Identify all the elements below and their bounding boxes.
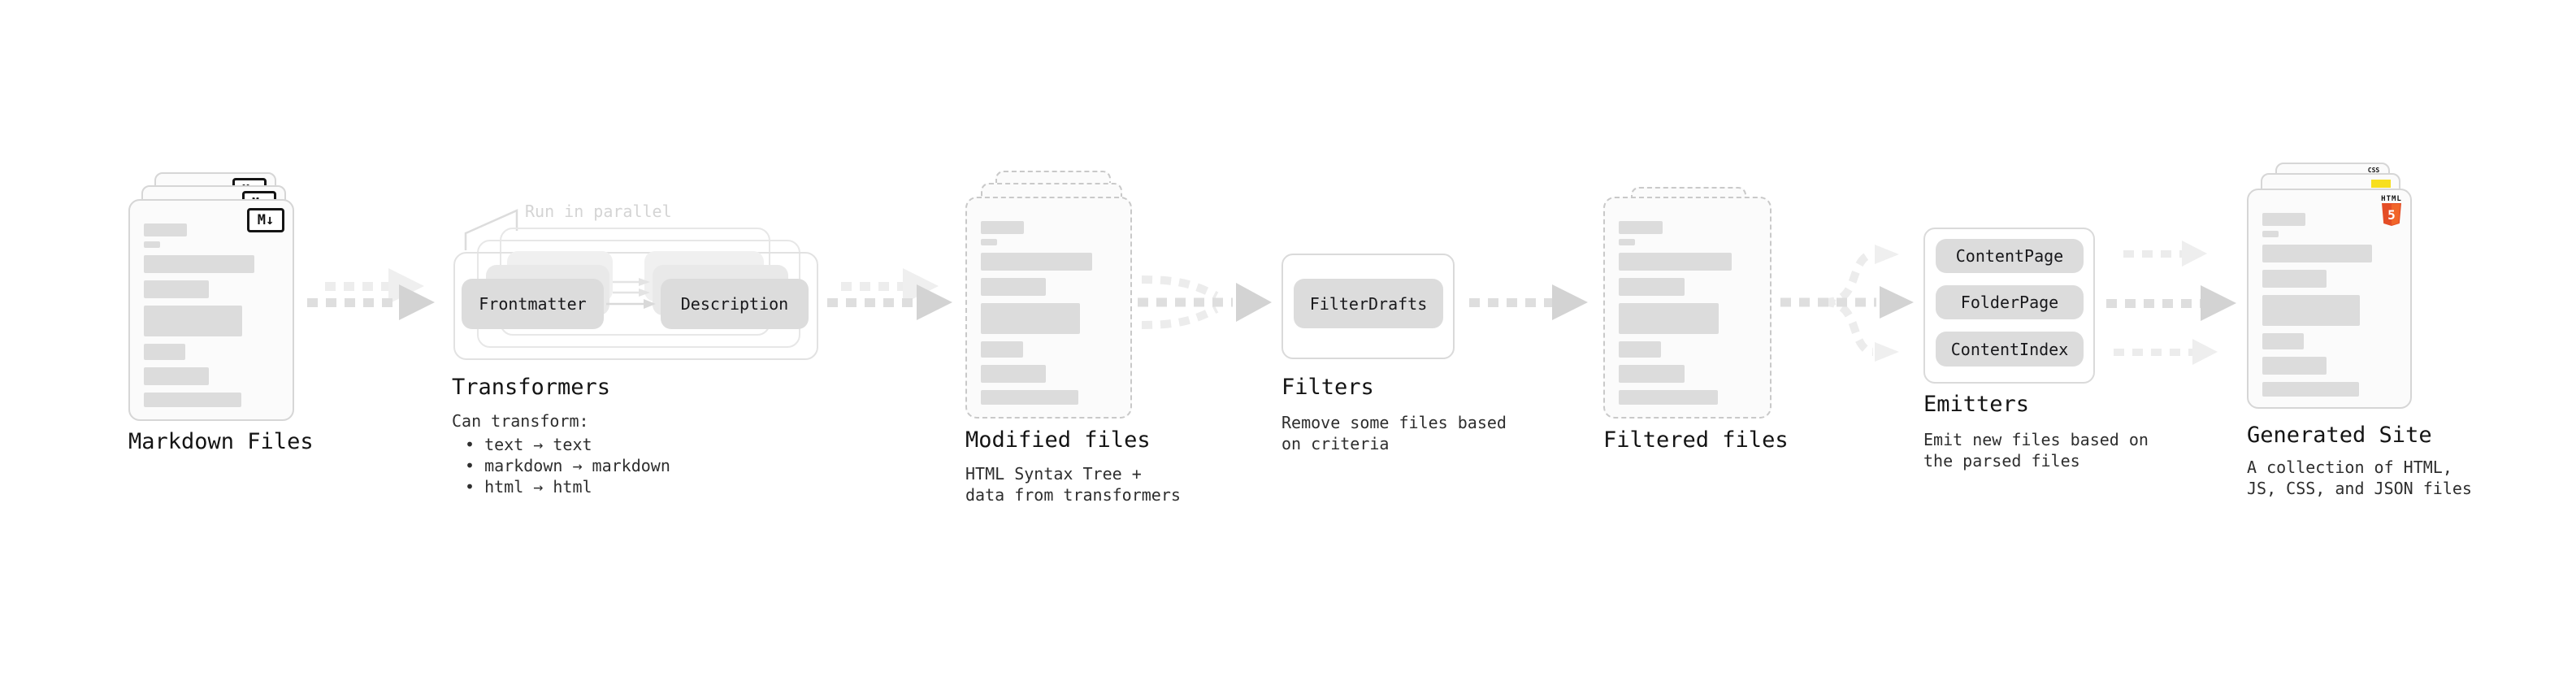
markdown-files-label: Markdown Files bbox=[128, 429, 314, 454]
placeholder-bar bbox=[2262, 333, 2305, 349]
run-in-parallel-note: Run in parallel bbox=[525, 202, 672, 221]
modified-file-card bbox=[965, 197, 1132, 419]
emitters-label: Emitters bbox=[1923, 392, 2030, 417]
placeholder-bar bbox=[981, 278, 1047, 296]
folderpage-chip: FolderPage bbox=[1936, 285, 2084, 319]
placeholder-bar bbox=[981, 239, 998, 245]
frontmatter-chip: Frontmatter bbox=[462, 279, 604, 329]
flow-arrow bbox=[1469, 284, 1588, 320]
placeholder-bar bbox=[1619, 341, 1662, 358]
file-content-placeholder bbox=[1605, 198, 1770, 405]
modified-files-subtext: HTML Syntax Tree + bbox=[965, 464, 1142, 484]
transformers-description: Can transform: bbox=[452, 411, 589, 431]
placeholder-bar bbox=[2262, 245, 2373, 262]
flow-arrow-light bbox=[2114, 339, 2218, 365]
file-content-placeholder bbox=[967, 198, 1130, 405]
filters-subtext: Remove some files based bbox=[1281, 413, 1507, 432]
placeholder-bar bbox=[981, 221, 1025, 234]
transformer-run-box bbox=[453, 252, 818, 360]
filterdrafts-chip: FilterDrafts bbox=[1294, 279, 1443, 328]
contentindex-chip: ContentIndex bbox=[1936, 332, 2084, 367]
modified-files-label: Modified files bbox=[965, 427, 1151, 453]
emitters-subtext: the parsed files bbox=[1923, 451, 2080, 471]
flow-arrow bbox=[307, 284, 435, 320]
placeholder-bar bbox=[2262, 213, 2305, 226]
filtered-files-label: Filtered files bbox=[1603, 427, 1789, 453]
placeholder-bar bbox=[2262, 270, 2327, 288]
placeholder-bar bbox=[1619, 239, 1636, 245]
markdown-file-icon: M↓ bbox=[247, 208, 284, 232]
transformers-bullet: • text → text bbox=[465, 435, 592, 454]
placeholder-bar bbox=[144, 255, 255, 273]
flow-arrow-light bbox=[2123, 241, 2207, 267]
flow-arrow-converge bbox=[1138, 275, 1272, 329]
placeholder-bar bbox=[2262, 382, 2359, 397]
generated-site-subtext: A collection of HTML, bbox=[2247, 458, 2452, 477]
filtered-file-card bbox=[1603, 197, 1772, 419]
placeholder-bar bbox=[1619, 303, 1720, 334]
placeholder-bar bbox=[144, 280, 209, 298]
description-chip: Description bbox=[661, 279, 809, 329]
placeholder-bar bbox=[144, 367, 209, 385]
markdown-file-card: M↓ bbox=[128, 199, 294, 421]
placeholder-bar bbox=[2262, 357, 2327, 375]
placeholder-bar bbox=[981, 365, 1047, 383]
placeholder-bar bbox=[1619, 365, 1685, 383]
file-content-placeholder bbox=[130, 201, 293, 407]
generated-file-card: HTML 5 bbox=[2247, 189, 2412, 409]
placeholder-bar bbox=[144, 344, 186, 360]
modified-files-subtext: data from transformers bbox=[965, 485, 1181, 505]
filters-label: Filters bbox=[1281, 375, 1374, 400]
transformers-bullet: • html → html bbox=[465, 477, 592, 497]
placeholder-bar bbox=[1619, 253, 1732, 271]
html5-icon: HTML 5 bbox=[2379, 195, 2404, 229]
svg-text:5: 5 bbox=[2387, 207, 2396, 223]
emitters-subtext: Emit new files based on bbox=[1923, 430, 2149, 449]
placeholder-bar bbox=[1619, 390, 1718, 405]
placeholder-bar bbox=[144, 223, 188, 236]
flow-arrow bbox=[2106, 285, 2236, 321]
placeholder-bar bbox=[2262, 295, 2361, 326]
placeholder-bar bbox=[144, 393, 241, 407]
generated-site-label: Generated Site bbox=[2247, 423, 2432, 448]
note-leader-line bbox=[464, 209, 518, 250]
placeholder-bar bbox=[2262, 231, 2279, 237]
placeholder-bar bbox=[1619, 278, 1685, 296]
generated-site-subtext: JS, CSS, and JSON files bbox=[2247, 479, 2472, 498]
placeholder-bar bbox=[981, 303, 1080, 334]
file-content-placeholder bbox=[2249, 190, 2410, 397]
placeholder-bar bbox=[981, 253, 1092, 271]
placeholder-bar bbox=[981, 390, 1079, 405]
contentpage-chip: ContentPage bbox=[1936, 239, 2084, 273]
flow-arrow bbox=[827, 284, 952, 320]
parallel-arrows-icon bbox=[606, 278, 656, 309]
transformers-label: Transformers bbox=[452, 375, 611, 400]
filters-subtext: on criteria bbox=[1281, 434, 1390, 453]
js-badge-icon bbox=[2371, 180, 2391, 188]
transformers-bullet: • markdown → markdown bbox=[465, 456, 670, 475]
placeholder-bar bbox=[1619, 221, 1663, 234]
placeholder-bar bbox=[144, 241, 160, 248]
placeholder-bar bbox=[144, 306, 243, 336]
flow-arrow-diverge bbox=[1780, 245, 1914, 362]
placeholder-bar bbox=[981, 341, 1023, 358]
